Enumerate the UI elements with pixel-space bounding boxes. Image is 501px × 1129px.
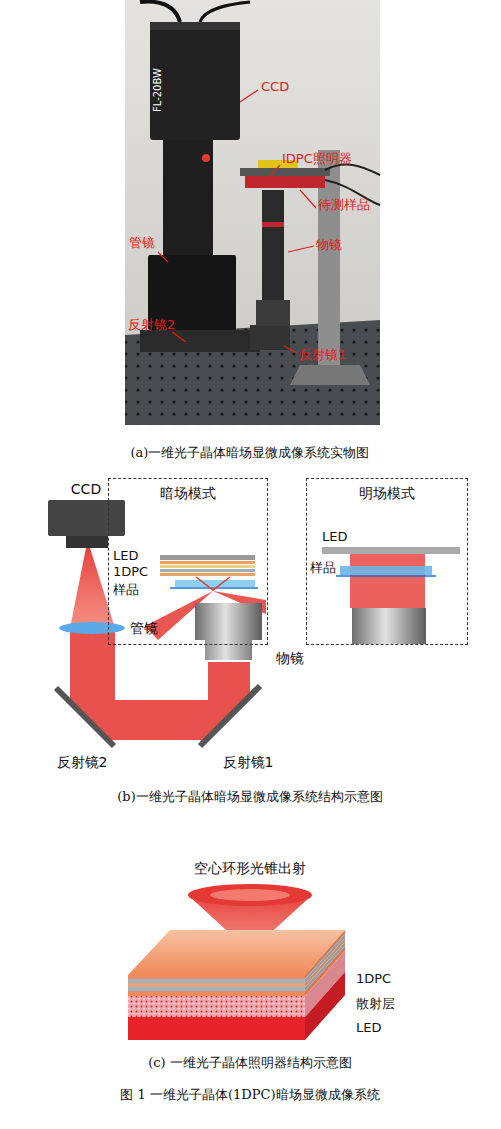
schematic [48,500,460,746]
part-label: 管镜 [130,620,158,636]
part-label: 1DPC [113,565,148,580]
part-label: 反射镜2 [57,754,108,770]
part-label: LED [356,1021,381,1036]
photo-label: IDPC照明器 [282,152,352,167]
photo-label: 管镜 [129,236,155,251]
part-label: LED [113,549,138,564]
part-label: 1DPC [356,972,391,987]
part-label: 样品 [113,583,139,598]
part-label: FL-20BW [152,68,164,112]
part-label: 物镜 [276,650,304,666]
photo-label: CCD [261,80,289,95]
mode-title: 明场模式 [307,479,467,503]
sub-caption: (b)一维光子晶体暗场显微成像系统结构示意图 [117,790,382,805]
part-label: CCD [71,481,101,497]
figure-caption: 图 1 一维光子晶体(1DPC)暗场显微成像系统 [120,1088,379,1103]
part-label: 空心环形光锥出射 [194,860,306,876]
photo-label: 物镜 [316,238,342,253]
sub-caption: (a)一维光子晶体暗场显微成像系统实物图 [131,446,370,461]
photo-label: 反射镜2 [128,318,175,333]
photo-label: 反射镜1 [299,348,346,363]
photo [125,0,380,425]
photo-label: 待测样品 [318,198,370,213]
part-label: 反射镜1 [223,754,274,770]
illuminator [128,884,345,1040]
part-label: 样品 [310,561,336,576]
sub-caption: (c) 一维光子晶体照明器结构示意图 [148,1056,352,1071]
mode-title: 暗场模式 [109,479,267,503]
part-label: 散射层 [356,997,395,1012]
part-label: LED [322,530,347,545]
